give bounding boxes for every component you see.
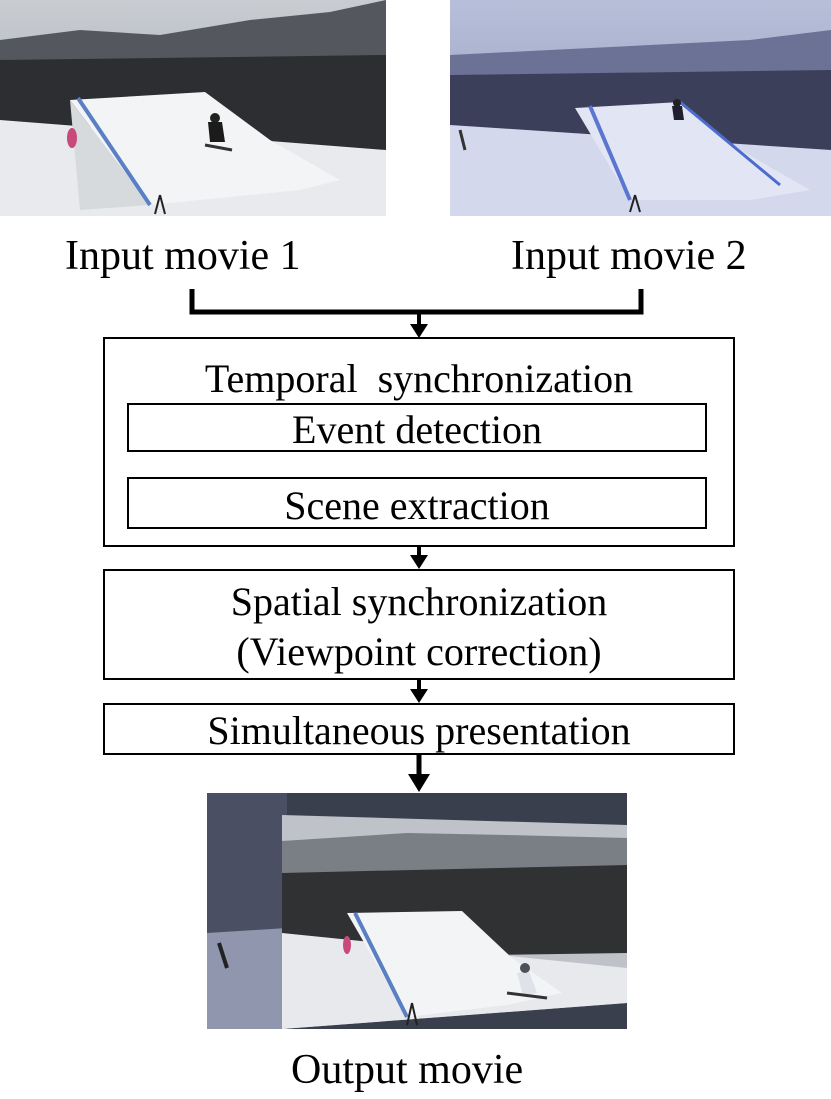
- simultaneous-presentation-label: Simultaneous presentation: [207, 708, 631, 753]
- input-movie-1-image: [0, 0, 386, 216]
- spatial-synchronization-line2: (Viewpoint correction): [236, 629, 602, 674]
- input-movie-2-image: [450, 0, 831, 216]
- output-movie-image: [207, 793, 627, 1029]
- output-movie-label: Output movie: [291, 1047, 524, 1093]
- input-movie-2-label: Input movie 2: [511, 233, 747, 279]
- scene-extraction-box: Scene extraction: [127, 477, 707, 529]
- event-detection-label: Event detection: [292, 407, 542, 452]
- input-movie-1-label: Input movie 1: [65, 233, 301, 279]
- scene-extraction-label: Scene extraction: [284, 483, 550, 528]
- spatial-synchronization-line1: Spatial synchronization: [230, 579, 608, 624]
- temporal-synchronization-title: Temporal synchronization: [204, 356, 634, 401]
- merge-connector: [189, 289, 644, 315]
- event-detection-box: Event detection: [127, 403, 707, 452]
- simultaneous-presentation-box: Simultaneous presentation: [103, 703, 735, 755]
- spatial-synchronization-box: Spatial synchronization (Viewpoint corre…: [103, 569, 735, 680]
